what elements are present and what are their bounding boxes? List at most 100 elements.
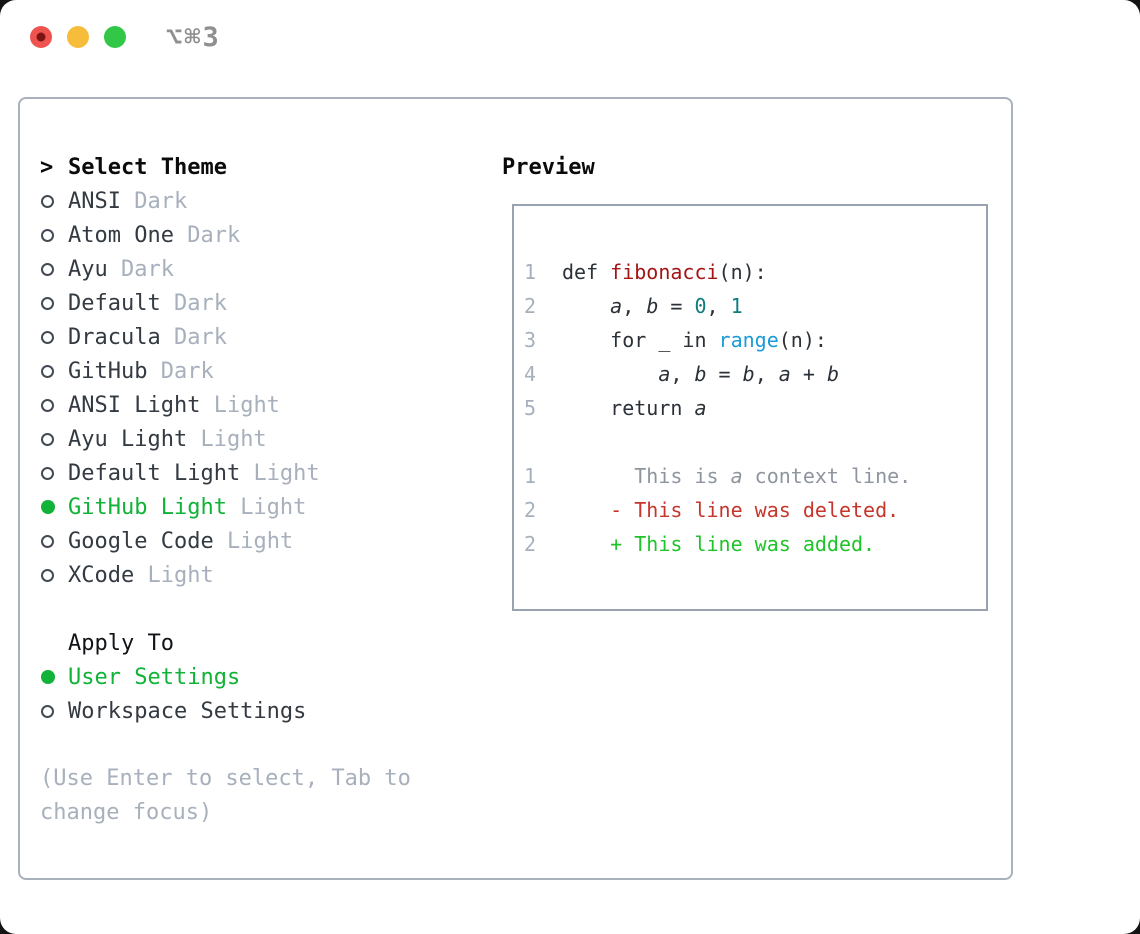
- code-line: 1 def fibonacci(n):: [524, 255, 986, 289]
- zoom-button[interactable]: [104, 26, 126, 48]
- theme-name: XCode: [68, 562, 148, 588]
- apply-to-header-row: Apply To: [40, 626, 480, 660]
- code-line: 4 a, b = b, a + b: [524, 357, 986, 391]
- theme-option-dracula[interactable]: Dracula Dark: [40, 320, 480, 354]
- theme-picker-header-row: > Select Theme: [40, 150, 480, 184]
- radio-unselected-icon: [41, 398, 54, 412]
- code-line: 2 - This line was deleted.: [524, 493, 986, 527]
- apply-option-workspace-settings[interactable]: Workspace Settings: [40, 694, 480, 728]
- theme-variant: Dark: [187, 222, 241, 248]
- radio-unselected-icon: [41, 228, 54, 242]
- code-content: return a: [562, 396, 707, 420]
- theme-variant: Light: [240, 494, 307, 520]
- radio-selected-icon: [41, 670, 55, 684]
- theme-option-xcode[interactable]: XCode Light: [40, 558, 480, 592]
- title-bar: ⌥⌘3: [0, 0, 1140, 74]
- theme-variant: Dark: [120, 256, 174, 282]
- theme-variant: Dark: [134, 188, 188, 214]
- radio-marker: [40, 670, 68, 684]
- close-button[interactable]: [30, 26, 52, 48]
- line-number: 2: [524, 498, 537, 522]
- theme-name: Ayu Light: [68, 426, 201, 452]
- code-line: 2 + This line was added.: [524, 527, 986, 561]
- line-number: 1: [524, 464, 537, 488]
- close-edited-dot-icon: [36, 32, 46, 42]
- radio-unselected-icon: [41, 296, 54, 310]
- preview-title: Preview: [502, 154, 595, 180]
- apply-to-title: Apply To: [68, 630, 174, 656]
- spacer: [40, 592, 480, 626]
- radio-marker: [40, 466, 68, 480]
- code-line: 3 for _ in range(n):: [524, 323, 986, 357]
- code-content: for _ in range(n):: [562, 328, 827, 352]
- code-content: a, b = 0, 1: [610, 294, 743, 318]
- radio-marker: [40, 364, 68, 378]
- theme-variant: Light: [226, 528, 294, 554]
- theme-option-default[interactable]: Default Dark: [40, 286, 480, 320]
- theme-option-ansi-light[interactable]: ANSI Light Light: [40, 388, 480, 422]
- line-number: 5: [524, 396, 537, 420]
- theme-variant: Dark: [160, 358, 214, 384]
- radio-unselected-icon: [41, 568, 54, 582]
- radio-marker: [40, 262, 68, 276]
- radio-marker: [40, 432, 68, 446]
- theme-name: Ayu: [68, 256, 121, 282]
- theme-name: GitHub Light: [68, 494, 241, 520]
- window-title: ⌥⌘3: [166, 21, 221, 53]
- code-line: 2 a, b = 0, 1: [524, 289, 986, 323]
- theme-option-github-light[interactable]: GitHub Light Light: [40, 490, 480, 524]
- code-content: def fibonacci(n):: [562, 260, 767, 284]
- theme-name: Dracula: [68, 324, 174, 350]
- theme-name: Google Code: [68, 528, 227, 554]
- radio-marker: [40, 704, 68, 718]
- theme-picker-title: Select Theme: [68, 154, 227, 180]
- radio-unselected-icon: [41, 704, 54, 718]
- apply-option-user-settings[interactable]: User Settings: [40, 660, 480, 694]
- theme-variant: Dark: [173, 290, 227, 316]
- theme-option-ayu[interactable]: Ayu Dark: [40, 252, 480, 286]
- line-number: 2: [524, 532, 537, 556]
- theme-name: GitHub: [68, 358, 161, 384]
- line-number: 1: [524, 260, 537, 284]
- radio-marker: [40, 194, 68, 208]
- hint-text-line2: change focus): [40, 800, 213, 825]
- theme-option-github[interactable]: GitHub Dark: [40, 354, 480, 388]
- radio-unselected-icon: [41, 330, 54, 344]
- radio-marker: [40, 330, 68, 344]
- theme-option-default-light[interactable]: Default Light Light: [40, 456, 480, 490]
- theme-option-ansi[interactable]: ANSI Dark: [40, 184, 480, 218]
- theme-option-ayu-light[interactable]: Ayu Light Light: [40, 422, 480, 456]
- theme-variant: Light: [147, 562, 214, 588]
- radio-unselected-icon: [41, 262, 54, 276]
- theme-variant: Light: [213, 392, 280, 418]
- spacer: [40, 728, 480, 762]
- hint-text-line1: (Use Enter to select, Tab to: [40, 766, 411, 791]
- theme-variant: Light: [253, 460, 320, 486]
- theme-name: ANSI: [68, 188, 135, 214]
- line-number: 3: [524, 328, 537, 352]
- apply-option-label: User Settings: [68, 664, 241, 690]
- traffic-lights: [30, 26, 126, 48]
- radio-marker: [40, 398, 68, 412]
- theme-variant: Dark: [173, 324, 227, 350]
- theme-name: ANSI Light: [68, 392, 214, 418]
- theme-option-google-code[interactable]: Google Code Light: [40, 524, 480, 558]
- radio-unselected-icon: [41, 364, 54, 378]
- prompt-icon: >: [40, 154, 54, 180]
- radio-unselected-icon: [41, 432, 54, 446]
- radio-unselected-icon: [41, 534, 54, 548]
- code-line: 1 This is a context line.: [524, 459, 986, 493]
- radio-marker: [40, 296, 68, 310]
- theme-option-atom-one[interactable]: Atom One Dark: [40, 218, 480, 252]
- radio-marker: [40, 568, 68, 582]
- minimize-button[interactable]: [67, 26, 89, 48]
- code-content: This is a context line.: [562, 464, 912, 488]
- theme-variant: Light: [200, 426, 267, 452]
- theme-name: Default: [68, 290, 174, 316]
